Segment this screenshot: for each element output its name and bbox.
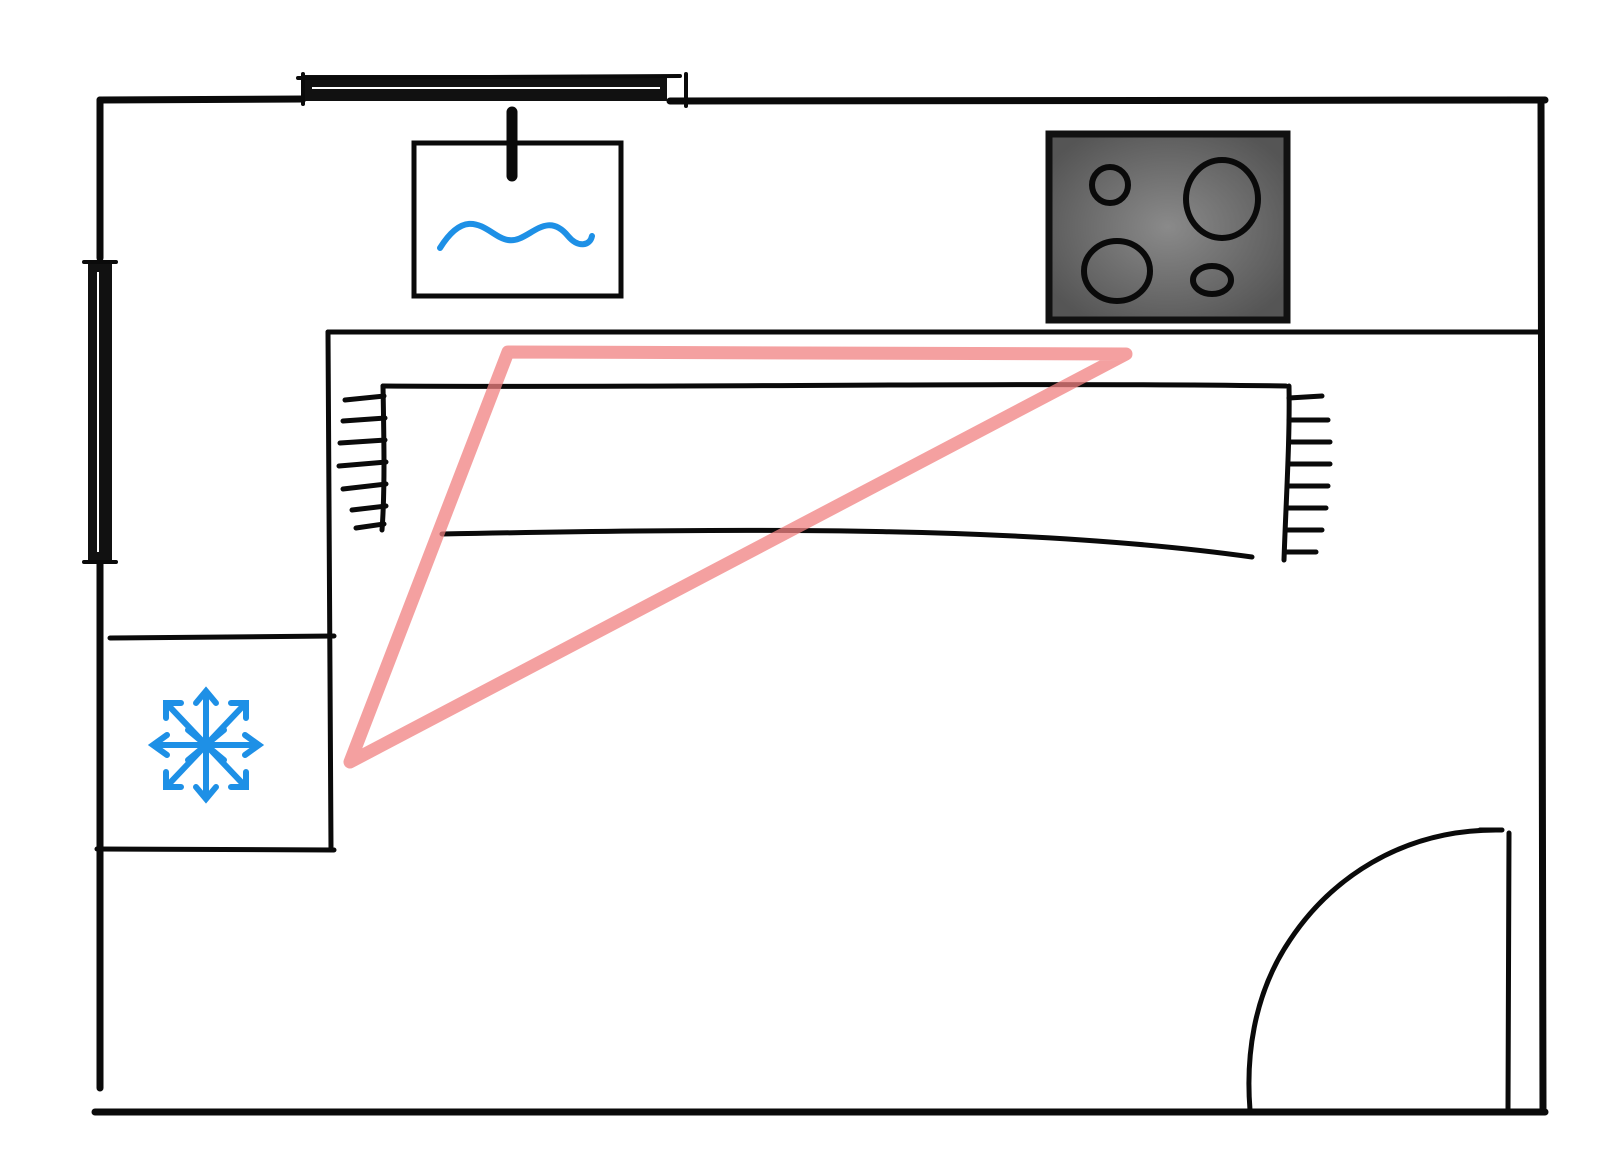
snowflake-icon	[147, 686, 265, 804]
door	[1246, 827, 1512, 1113]
work-triangle	[343, 345, 1133, 769]
refrigerator	[94, 633, 337, 853]
chair-slat	[349, 503, 389, 513]
chair-slat	[340, 415, 388, 424]
burner-icon	[1183, 157, 1261, 241]
burner-icon	[1190, 263, 1234, 297]
window-left	[82, 260, 118, 564]
fridge-edge-top	[107, 633, 337, 641]
sink	[411, 106, 624, 299]
door-leaf	[1505, 830, 1512, 1113]
fridge-edge-bottom	[94, 846, 337, 853]
countertop	[325, 329, 1544, 852]
door-swing-arc	[1246, 827, 1499, 1113]
table-edge-bottom	[439, 527, 1255, 560]
chairs-right	[1282, 393, 1333, 555]
window-left-frame	[88, 262, 112, 562]
burner-icon	[1081, 238, 1153, 304]
table-edge-right	[1281, 383, 1292, 563]
table-with-chairs	[336, 382, 1333, 563]
table-edge-top	[380, 382, 1289, 389]
wall-top-left	[96, 95, 307, 104]
wall-top-right	[666, 96, 1549, 105]
chair-slat	[342, 393, 387, 403]
burner-icon	[1089, 164, 1131, 206]
chair-slat	[337, 437, 388, 446]
window-top	[296, 72, 688, 108]
cooktop	[1045, 130, 1291, 324]
cooktop-surface	[1045, 130, 1291, 324]
water-wave-icon	[437, 220, 595, 251]
chair-slat	[1286, 393, 1325, 401]
chair-slat	[336, 459, 389, 469]
chair-slat	[353, 521, 387, 531]
counter-edge-left	[325, 329, 334, 852]
chair-slat	[340, 481, 389, 492]
window-top-edge	[296, 74, 682, 80]
outer-walls	[91, 95, 1549, 1116]
wall-right	[1537, 96, 1547, 1116]
chairs-left	[336, 393, 389, 531]
